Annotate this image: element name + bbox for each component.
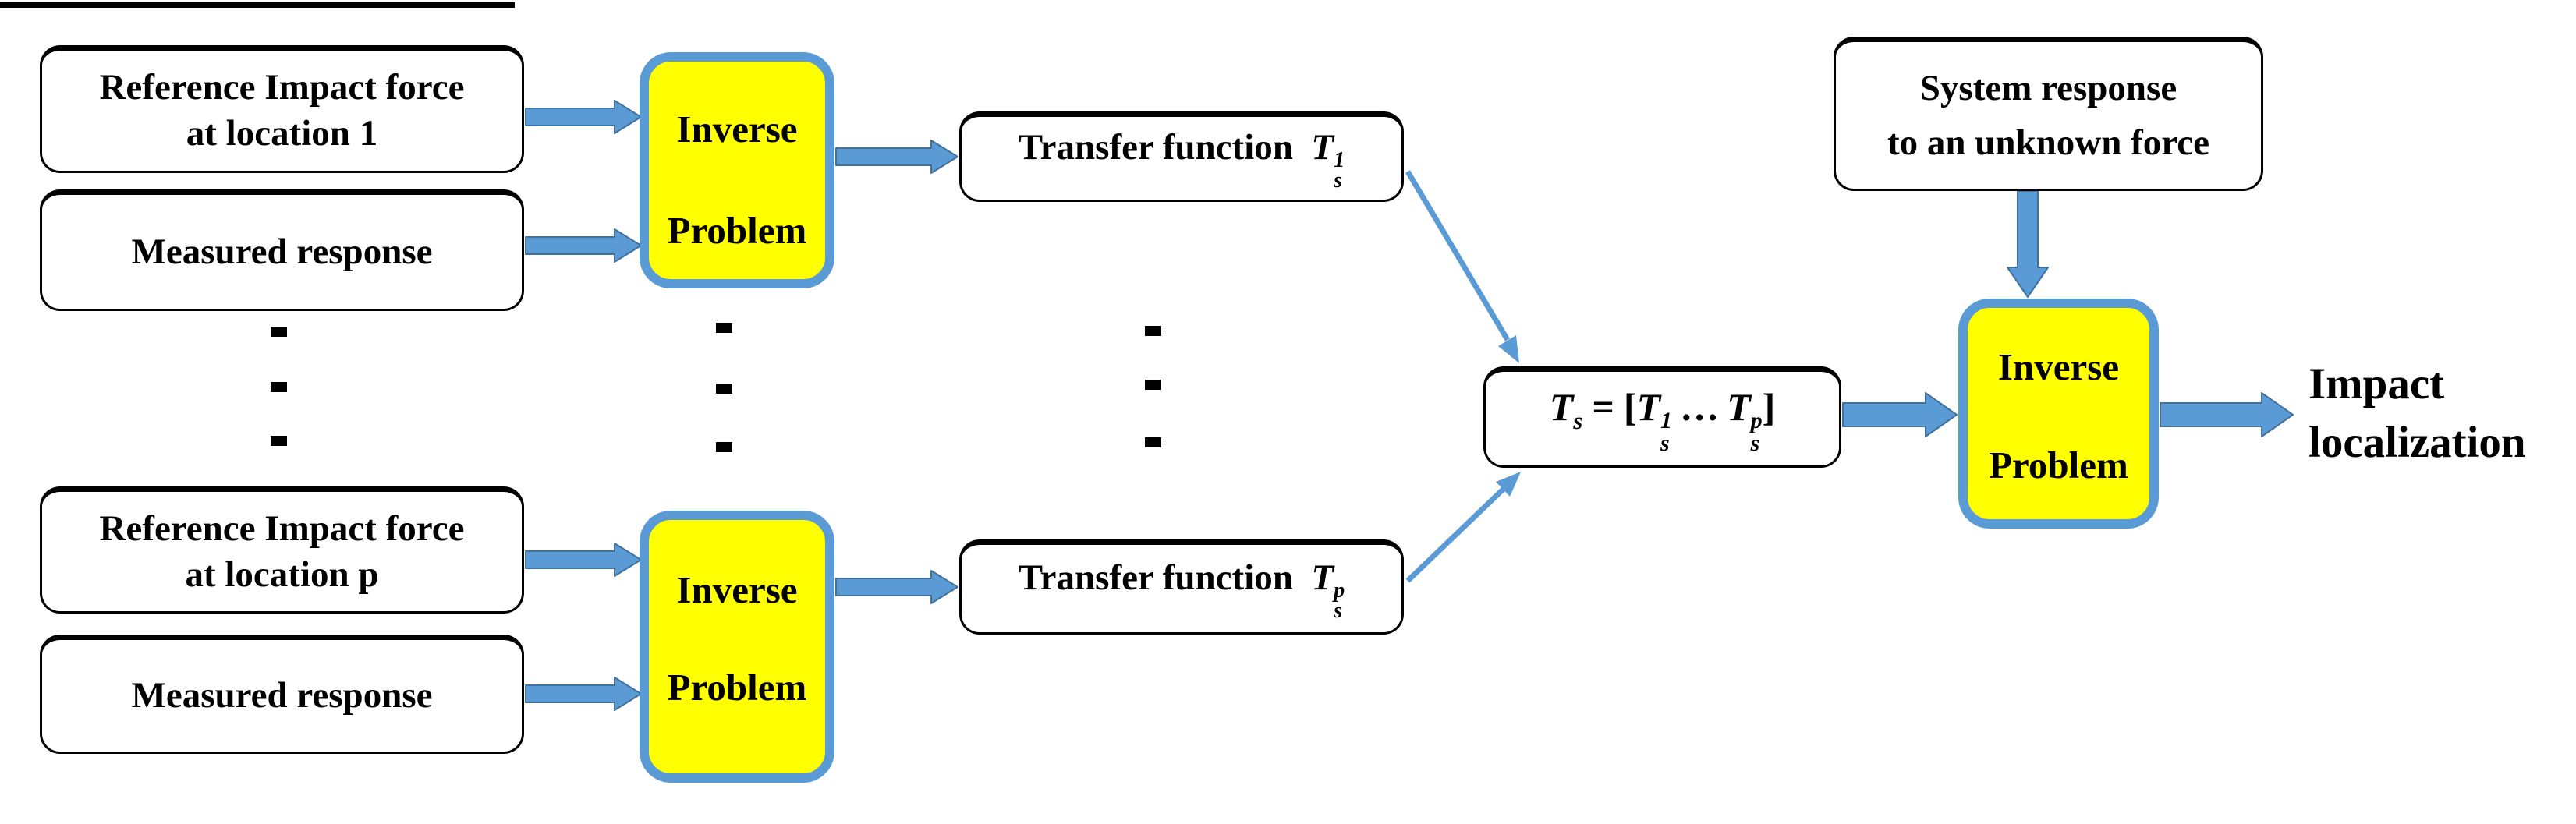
arrow-inverse2-to-transferp bbox=[835, 570, 958, 604]
box-text-line: to an unknown force bbox=[1887, 122, 2210, 163]
box-text-line: Problem bbox=[1989, 444, 2128, 486]
box-text-line: Inverse bbox=[676, 568, 798, 611]
box-text-line: at location p bbox=[185, 553, 379, 595]
math-sub: s bbox=[1750, 430, 1760, 456]
box-measured-response-1: Measured response bbox=[40, 189, 524, 311]
arrowhead-transferp-to-ts bbox=[1496, 472, 1521, 497]
arrow-ts-to-inverse3 bbox=[1842, 392, 1958, 437]
box-system-response: System response to an unknown force bbox=[1834, 37, 2263, 191]
ellipsis-dots-left-column bbox=[271, 327, 287, 446]
ellipsis-dots-middle-column bbox=[716, 323, 732, 452]
box-text-line: Problem bbox=[667, 209, 807, 252]
arrow-inverse3-to-output bbox=[2160, 392, 2294, 437]
arrow-measured2-to-inverse2 bbox=[525, 677, 642, 711]
math-sup: p bbox=[1334, 578, 1345, 603]
math-sub: s bbox=[1660, 430, 1670, 456]
transfer-prefix: Transfer function bbox=[1018, 126, 1293, 168]
arrow-measured1-to-inverse1 bbox=[525, 228, 642, 263]
box-inverse-problem-2: Inverse Problem bbox=[640, 511, 834, 783]
box-reference-impact-force-p: Reference Impact force at location p bbox=[40, 486, 524, 614]
box-text-line: Problem bbox=[667, 666, 807, 709]
math-sup: 1 bbox=[1334, 147, 1345, 172]
output-label-line: Impact bbox=[2308, 359, 2445, 408]
math-symbol: T bbox=[1311, 126, 1334, 168]
box-text-line: System response bbox=[1919, 67, 2177, 108]
box-measured-response-2: Measured response bbox=[40, 635, 524, 754]
math-sup: p bbox=[1750, 408, 1763, 434]
math-sub: s bbox=[1334, 599, 1343, 624]
arrowhead-transfer1-to-ts bbox=[1498, 335, 1519, 363]
equals-sign: = bbox=[1592, 384, 1614, 429]
ellipsis-glyph: … bbox=[1680, 384, 1720, 429]
arrow-refp-to-inverse2 bbox=[525, 543, 642, 577]
box-text-line: Reference Impact force bbox=[99, 67, 465, 108]
math-sup: 1 bbox=[1660, 408, 1673, 434]
box-text-line: Inverse bbox=[1997, 345, 2120, 388]
line-transfer1-to-ts bbox=[1405, 170, 1511, 341]
box-text-line: Measured response bbox=[131, 231, 433, 272]
arrow-system-to-inverse3 bbox=[2007, 190, 2049, 298]
math-sub: s bbox=[1334, 168, 1343, 193]
box-text-line: Inverse bbox=[676, 108, 798, 150]
line-transferp-to-ts bbox=[1405, 486, 1506, 583]
box-text: System response to an unknown force bbox=[1887, 61, 2209, 171]
impact-localization-label: Impact localization bbox=[2308, 355, 2526, 472]
box-inverse-problem-1: Inverse Problem bbox=[640, 52, 834, 288]
close-bracket: ] bbox=[1762, 384, 1776, 429]
transfer-prefix: Transfer function bbox=[1018, 557, 1293, 598]
box-inverse-problem-3: Inverse Problem bbox=[1958, 299, 2159, 529]
math-symbol: T bbox=[1549, 384, 1574, 429]
math-symbol: T bbox=[1636, 384, 1661, 429]
box-reference-impact-force-1: Reference Impact force at location 1 bbox=[40, 45, 524, 173]
math-sub: s bbox=[1573, 406, 1583, 434]
math-symbol: T bbox=[1311, 557, 1334, 598]
output-label-line: localization bbox=[2308, 418, 2526, 468]
box-text-line: Reference Impact force bbox=[99, 507, 465, 549]
top-border-line-fragment bbox=[0, 2, 515, 8]
open-bracket: [ bbox=[1623, 384, 1637, 429]
arrow-ref1-to-inverse1 bbox=[525, 100, 642, 134]
box-text-line: at location 1 bbox=[186, 113, 378, 154]
ellipsis-dots-right-column bbox=[1145, 326, 1161, 447]
box-text-line: Measured response bbox=[131, 675, 433, 716]
arrow-inverse1-to-transfer1 bbox=[835, 140, 958, 174]
math-symbol: T bbox=[1727, 384, 1751, 429]
